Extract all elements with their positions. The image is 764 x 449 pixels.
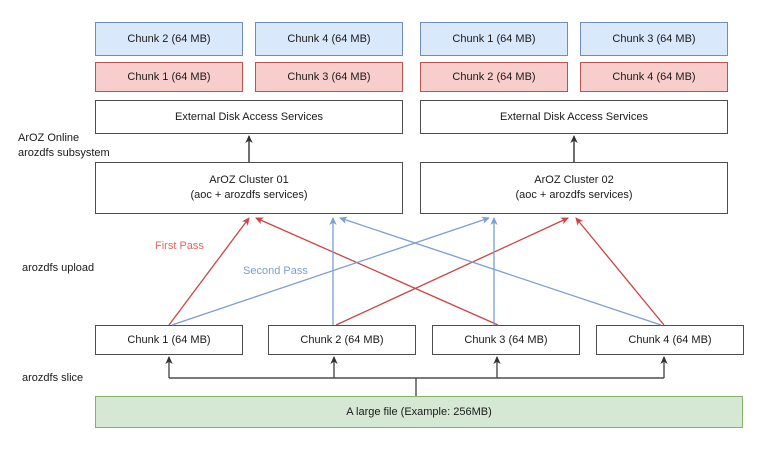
source-chunk-1-label: Chunk 1 (64 MB) <box>127 333 211 346</box>
stage-label-subsystem: ArOZ Online arozdfs subsystem <box>18 132 110 160</box>
aroz-cluster-01: ArOZ Cluster 01 (aoc + arozdfs services) <box>95 162 403 214</box>
stored-chunk-pink-2-label: Chunk 3 (64 MB) <box>287 70 371 83</box>
stored-chunk-pink-1-label: Chunk 1 (64 MB) <box>127 70 211 83</box>
aroz-cluster-01-name: ArOZ Cluster 01 <box>209 174 289 187</box>
first-pass-chunk1-to-cluster01 <box>168 217 250 326</box>
second-pass-label: Second Pass <box>243 265 308 277</box>
stored-chunk-pink-4: Chunk 4 (64 MB) <box>580 62 728 92</box>
stored-chunk-pink-3: Chunk 2 (64 MB) <box>420 62 568 92</box>
stored-chunk-blue-1-label: Chunk 2 (64 MB) <box>127 32 211 45</box>
first-pass-chunk4-to-cluster02 <box>575 217 665 326</box>
stored-chunk-blue-1: Chunk 2 (64 MB) <box>95 22 243 56</box>
aroz-cluster-02-subtitle: (aoc + arozdfs services) <box>515 189 633 201</box>
stage-label-slice: arozdfs slice <box>22 372 84 384</box>
source-chunk-1: Chunk 1 (64 MB) <box>95 325 243 355</box>
second-pass-chunk4-to-cluster01 <box>339 216 662 326</box>
aroz-cluster-01-subtitle: (aoc + arozdfs services) <box>190 189 308 201</box>
external-disk-access-services-2: External Disk Access Services <box>420 100 728 134</box>
stored-chunk-blue-2-label: Chunk 4 (64 MB) <box>287 32 371 45</box>
source-file-label: A large file (Example: 256MB) <box>346 405 492 418</box>
source-chunk-3: Chunk 3 (64 MB) <box>432 325 580 355</box>
stored-chunk-pink-1: Chunk 1 (64 MB) <box>95 62 243 92</box>
stage-label-upload: arozdfs upload <box>22 262 95 274</box>
stored-chunk-blue-4-label: Chunk 3 (64 MB) <box>612 32 696 45</box>
first-pass-chunk2-to-cluster02 <box>335 217 569 326</box>
stored-chunk-pink-2: Chunk 3 (64 MB) <box>255 62 403 92</box>
stored-chunk-blue-3-label: Chunk 1 (64 MB) <box>452 32 536 45</box>
stored-chunk-blue-4: Chunk 3 (64 MB) <box>580 22 728 56</box>
source-chunk-4-label: Chunk 4 (64 MB) <box>628 333 712 346</box>
aroz-cluster-02-name: ArOZ Cluster 02 <box>534 174 614 187</box>
source-chunk-4: Chunk 4 (64 MB) <box>596 325 744 355</box>
aroz-cluster-02: ArOZ Cluster 02 (aoc + arozdfs services) <box>420 162 728 214</box>
stored-chunk-blue-2: Chunk 4 (64 MB) <box>255 22 403 56</box>
source-chunk-3-label: Chunk 3 (64 MB) <box>464 333 548 346</box>
source-file-box: A large file (Example: 256MB) <box>95 396 743 428</box>
source-chunk-2: Chunk 2 (64 MB) <box>268 325 416 355</box>
stored-chunk-blue-3: Chunk 1 (64 MB) <box>420 22 568 56</box>
source-chunk-2-label: Chunk 2 (64 MB) <box>300 333 384 346</box>
stored-chunk-pink-4-label: Chunk 4 (64 MB) <box>612 70 696 83</box>
slice-bus <box>165 356 668 396</box>
first-pass-label: First Pass <box>155 240 204 252</box>
external-disk-access-services-1: External Disk Access Services <box>95 100 403 134</box>
external-disk-access-services-1-label: External Disk Access Services <box>175 110 323 123</box>
second-pass-chunk1-to-cluster02 <box>171 216 490 326</box>
external-disk-access-services-2-label: External Disk Access Services <box>500 110 648 123</box>
stored-chunk-pink-3-label: Chunk 2 (64 MB) <box>452 70 536 83</box>
